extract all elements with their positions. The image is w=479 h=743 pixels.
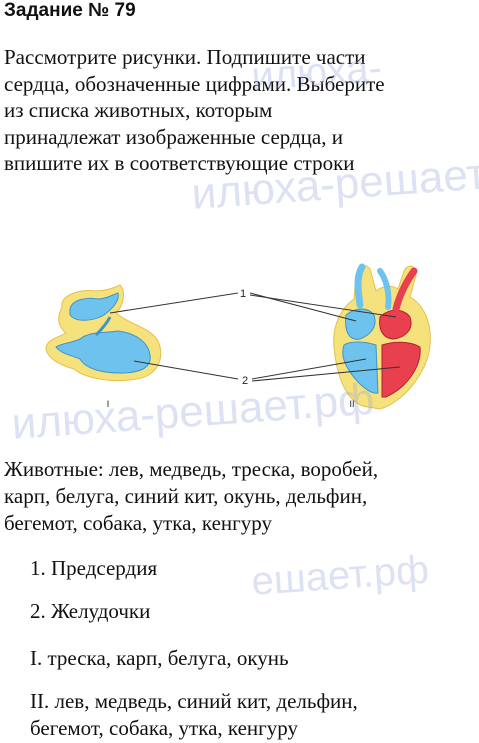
instruction-line: сердца, обозначенные цифрами. Выберите bbox=[4, 71, 385, 96]
callout-1-label: 1 bbox=[240, 288, 246, 300]
answer-heart-1-animals: I. треска, карп, белуга, окунь bbox=[30, 646, 289, 670]
fish-heart-image bbox=[45, 284, 162, 382]
callout-lines bbox=[109, 292, 401, 382]
heart-2-label: II bbox=[349, 399, 354, 409]
heart-1-label: I bbox=[107, 399, 110, 409]
answer-atria: 1. Предсердия bbox=[30, 556, 158, 580]
instruction-line: из списка животных, которым bbox=[4, 98, 273, 122]
hearts-figure: 1 2 I II bbox=[45, 263, 431, 410]
answer-heart-2-animals: II. лев, медведь, синий кит, дельфин, бе… bbox=[30, 688, 470, 742]
watermark: ешает.рф bbox=[250, 547, 431, 604]
animals-line: бегемот, собака, утка, кенгуру bbox=[4, 511, 272, 535]
mammal-heart-image bbox=[333, 263, 431, 410]
task-instruction: Рассмотрите рисунки. Подпишите части сер… bbox=[4, 44, 474, 177]
answer-heart-2-line: бегемот, собака, утка, кенгуру bbox=[30, 716, 298, 740]
instruction-line: принадлежат изображенные сердца, и bbox=[4, 124, 343, 149]
animals-list: Животные: лев, медведь, треска, воробей,… bbox=[4, 456, 476, 537]
task-title: Задание № 79 bbox=[4, 0, 136, 21]
instruction-line: Рассмотрите рисунки. Подпишите части bbox=[4, 45, 366, 69]
instruction-line: впишите их в соответствующие строки bbox=[4, 151, 355, 175]
animals-line: карп, белуга, синий кит, окунь, дельфин, bbox=[4, 484, 368, 508]
animals-line: Животные: лев, медведь, треска, воробей, bbox=[4, 457, 379, 481]
callout-2-label: 2 bbox=[242, 375, 248, 387]
answer-heart-2-line: II. лев, медведь, синий кит, дельфин, bbox=[30, 689, 358, 713]
answer-ventricles: 2. Желудочки bbox=[30, 599, 151, 623]
